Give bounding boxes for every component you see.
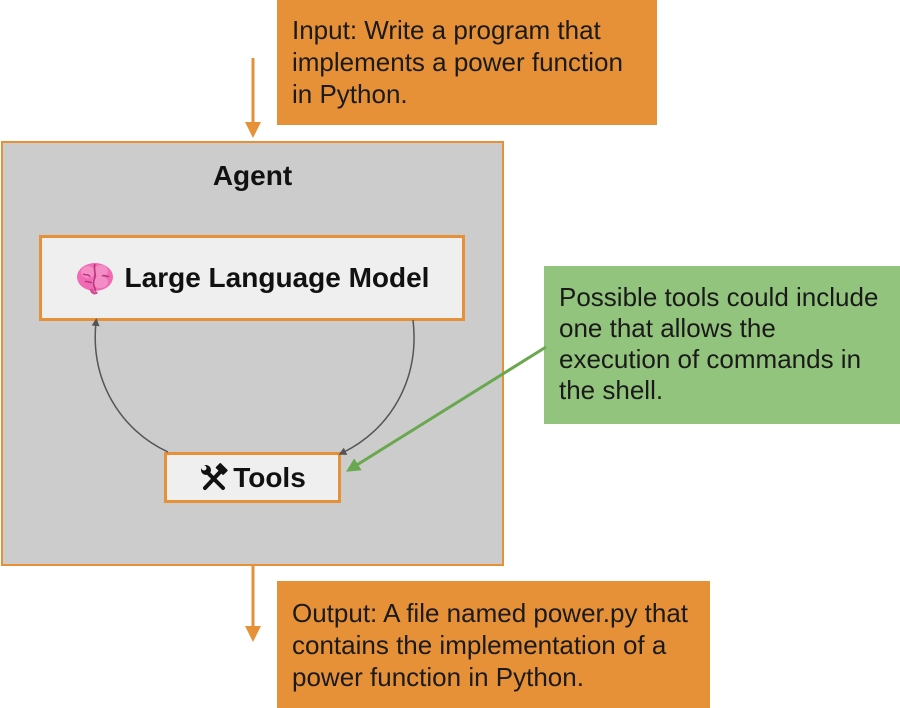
output-arrow-head <box>245 626 261 642</box>
brain-icon <box>75 260 115 296</box>
llm-box: Large Language Model <box>39 235 465 321</box>
tools-box: Tools <box>164 452 341 503</box>
input-text: Input: Write a program that implements a… <box>292 15 623 109</box>
input-arrow-head <box>245 122 261 138</box>
agent-title: Agent <box>212 160 293 191</box>
note-box: Possible tools could include one that al… <box>544 266 900 424</box>
input-box: Input: Write a program that implements a… <box>277 0 657 125</box>
llm-label: Large Language Model <box>124 262 430 293</box>
hammer-wrench-icon <box>199 462 229 493</box>
note-text: Possible tools could include one that al… <box>559 282 879 405</box>
output-text: Output: A file named power.py that conta… <box>292 598 689 692</box>
tools-label: Tools <box>233 461 306 493</box>
output-box: Output: A file named power.py that conta… <box>277 581 710 708</box>
